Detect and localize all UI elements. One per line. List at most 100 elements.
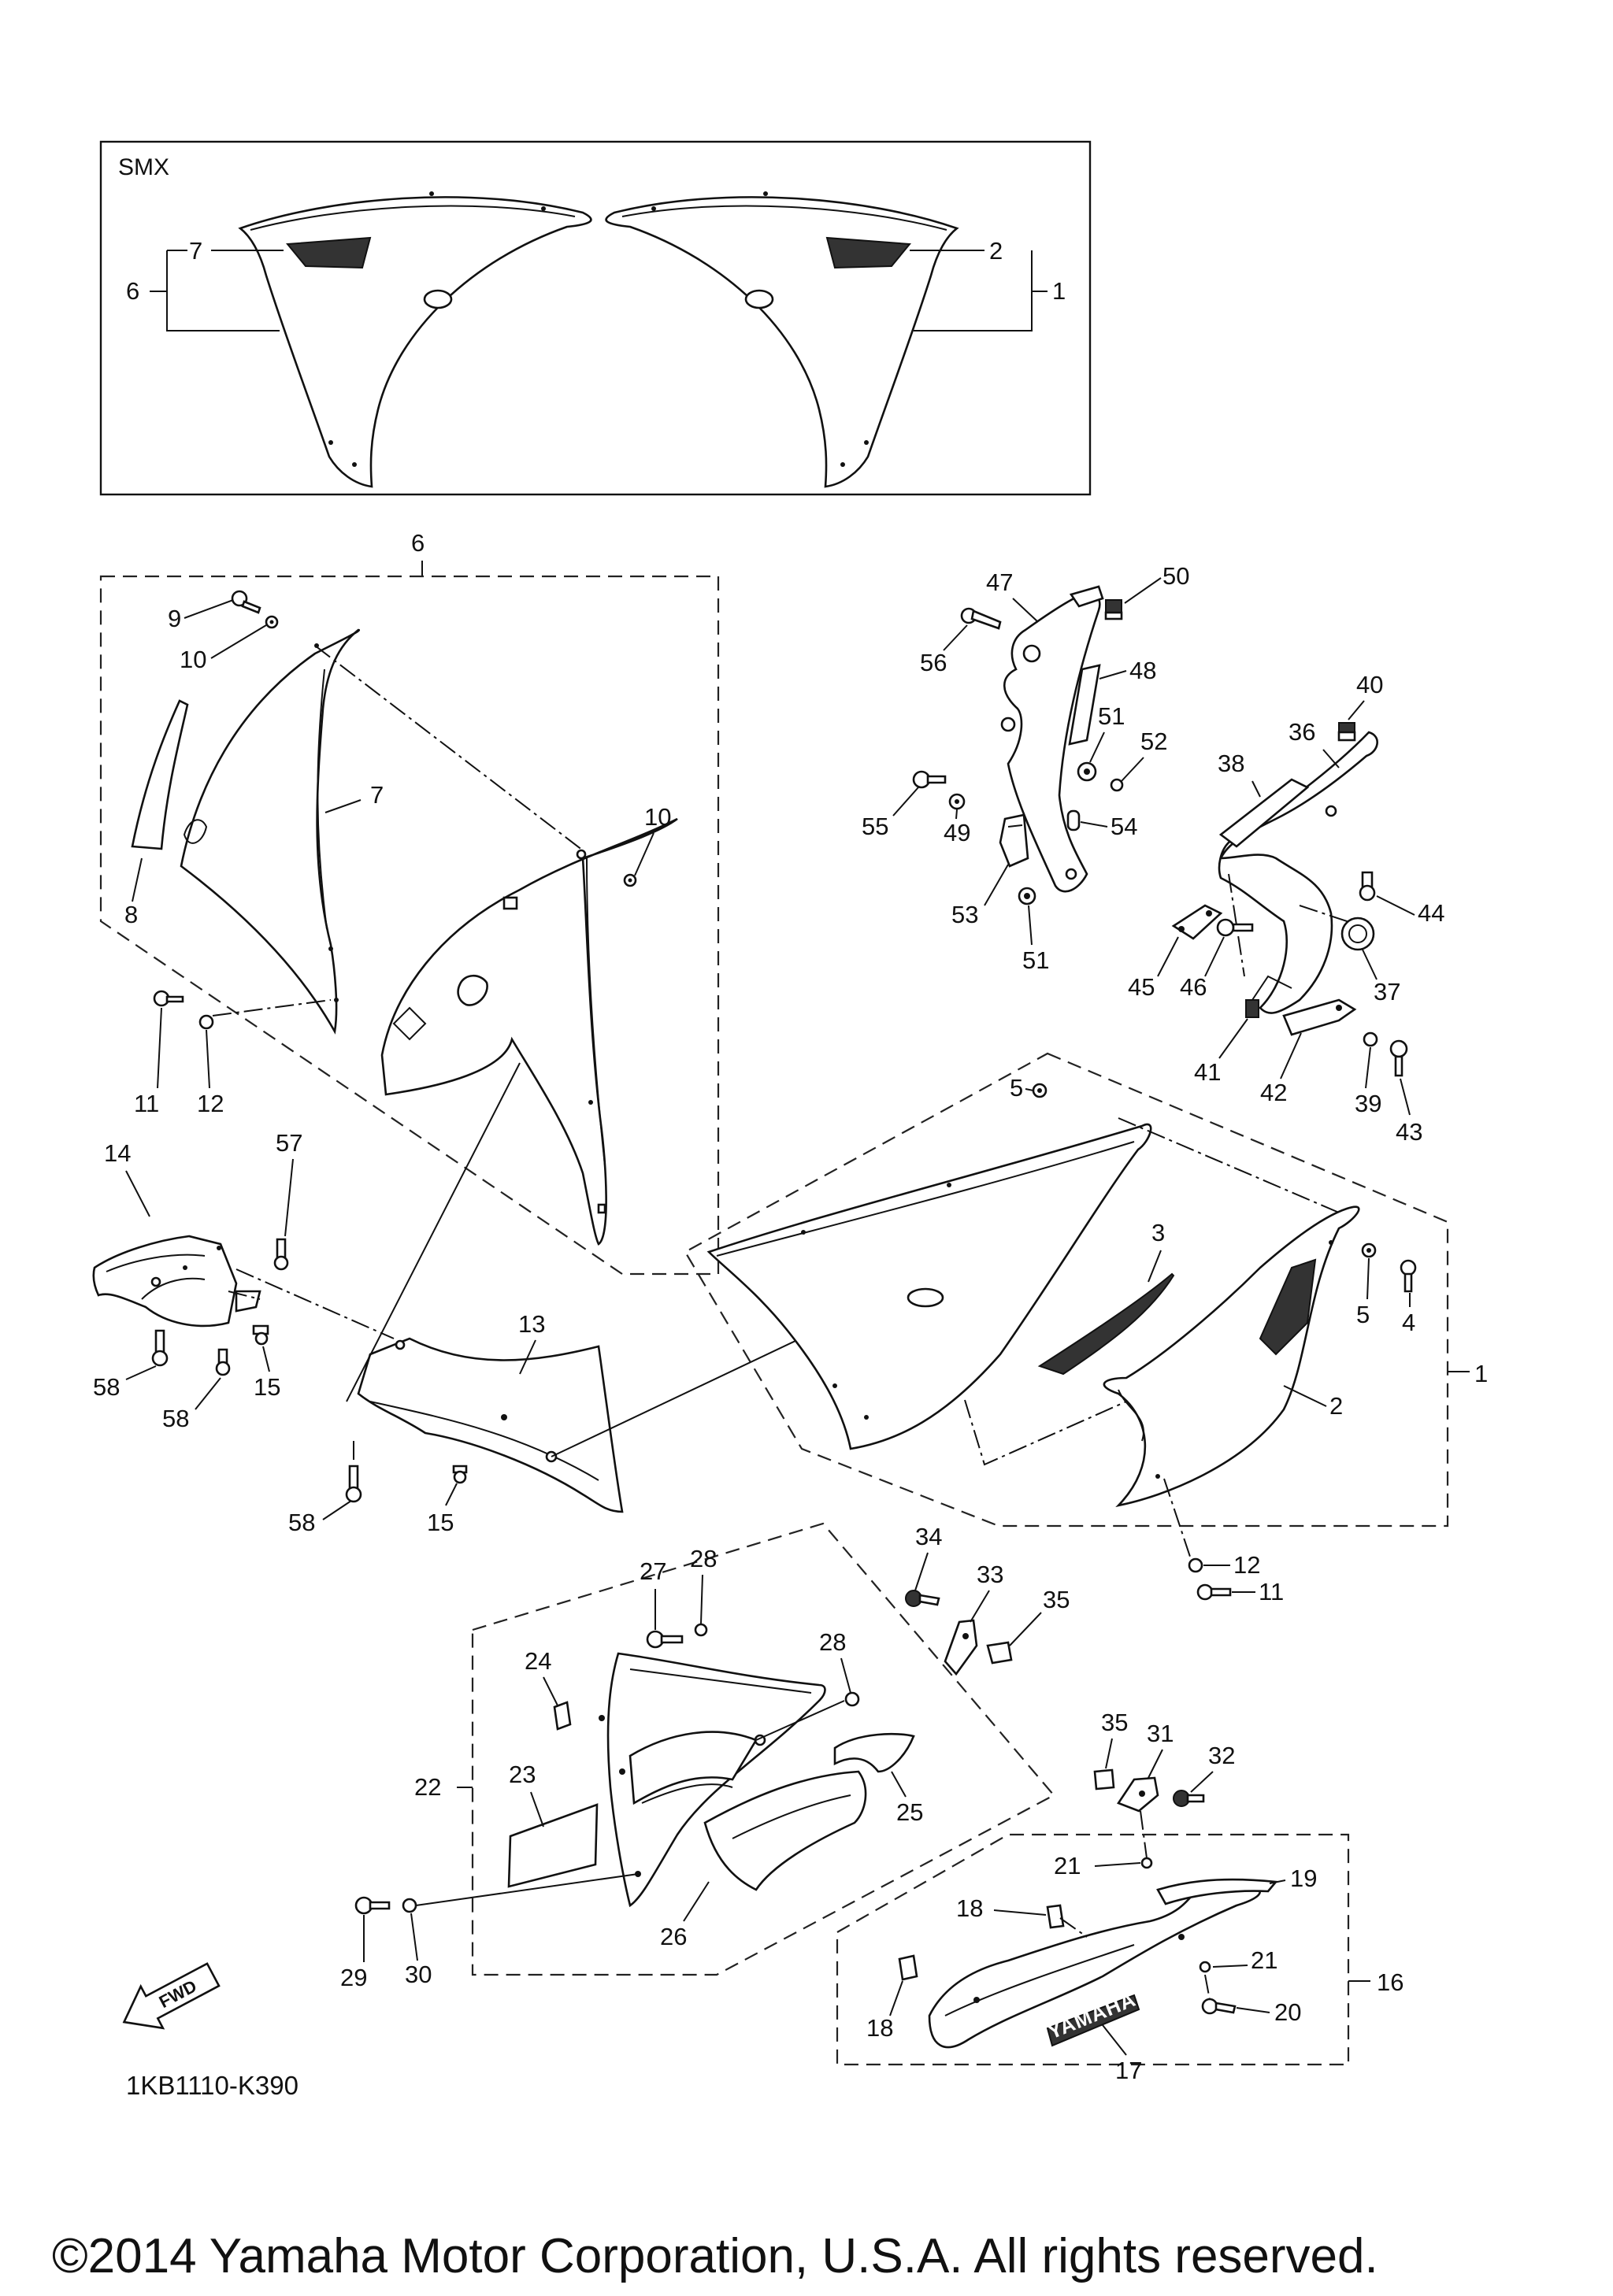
callout-41: 41 xyxy=(1194,1058,1221,1086)
grommet-37 xyxy=(1340,917,1375,951)
bolt-43 xyxy=(1389,1039,1408,1077)
callout-18a: 18 xyxy=(956,1894,983,1922)
washer-12 xyxy=(198,1014,214,1030)
callout-43: 43 xyxy=(1396,1118,1422,1146)
callout-29: 29 xyxy=(340,1964,367,1991)
logo-17 xyxy=(1046,1994,1140,2047)
nut-50 xyxy=(1104,599,1123,620)
callout-53: 53 xyxy=(951,901,978,928)
callout-8: 8 xyxy=(124,901,138,928)
callout-32: 32 xyxy=(1208,1742,1235,1769)
callout-20: 20 xyxy=(1274,1998,1301,2026)
callout-7-inset: 7 xyxy=(189,237,202,265)
bolt-9 xyxy=(231,590,261,614)
bolt-27 xyxy=(646,1630,684,1649)
screws-58-15: 58 58 15 58 15 xyxy=(93,1268,468,1536)
callout-14: 14 xyxy=(104,1139,131,1167)
cowling-assembly-16: 16 YAMAHA 21 19 18 21 20 18 17 xyxy=(836,1833,1403,2084)
callout-49: 49 xyxy=(944,819,970,846)
decal-3 xyxy=(1037,1272,1175,1376)
callout-17: 17 xyxy=(1115,2057,1142,2084)
holder-53 xyxy=(999,813,1029,868)
inset-label: SMX xyxy=(118,154,169,180)
bolt-11b xyxy=(1196,1583,1232,1601)
callout-23: 23 xyxy=(509,1761,536,1788)
washer-39 xyxy=(1363,1031,1378,1047)
inset-left-panel xyxy=(238,196,592,488)
callout-58a: 58 xyxy=(93,1373,120,1401)
spring-41 xyxy=(1245,999,1259,1018)
nut-35a xyxy=(986,1641,1013,1665)
washer-21a xyxy=(1140,1857,1153,1869)
callout-33: 33 xyxy=(977,1561,1003,1588)
callout-18b: 18 xyxy=(866,2014,893,2042)
pad-25 xyxy=(833,1732,915,1773)
bracket-33-group: 34 33 35 xyxy=(905,1523,1070,1676)
lever-42 xyxy=(1282,998,1357,1036)
under-cowl-16 xyxy=(928,1886,1261,2049)
inset-right-logo xyxy=(825,236,911,269)
clip-18a xyxy=(1046,1904,1065,1929)
bolt-4 xyxy=(1400,1259,1417,1293)
callout-22: 22 xyxy=(414,1773,441,1801)
pad-38 xyxy=(1218,778,1310,848)
callout-46: 46 xyxy=(1180,973,1207,1001)
callout-6: 6 xyxy=(411,529,425,557)
callout-35b: 35 xyxy=(1101,1709,1128,1736)
callout-47: 47 xyxy=(986,568,1013,596)
callout-12: 12 xyxy=(197,1090,224,1117)
screw-44 xyxy=(1359,871,1376,902)
callout-51b: 51 xyxy=(1022,946,1049,974)
callout-15a: 15 xyxy=(254,1373,280,1401)
callout-54: 54 xyxy=(1111,813,1137,840)
callout-56: 56 xyxy=(920,649,947,676)
screw-57: 57 xyxy=(273,1129,302,1271)
diagram-code: 1KB1110-K390 xyxy=(126,2071,298,2100)
inner-cowl xyxy=(380,817,678,1246)
side-cowl-2 xyxy=(1103,1205,1360,1508)
callout-58b: 58 xyxy=(162,1405,189,1432)
bracket-36-parts: 40 38 44 37 45 46 41 42 39 xyxy=(1128,671,1444,1146)
bracket-36: 36 xyxy=(1218,718,1378,1014)
callout-58c: 58 xyxy=(288,1509,315,1536)
callout-21a: 21 xyxy=(1054,1852,1081,1879)
callout-9: 9 xyxy=(168,605,181,632)
callout-26: 26 xyxy=(660,1923,687,1950)
panel-26 xyxy=(703,1770,867,1891)
lower-cowl-22 xyxy=(606,1652,826,1908)
bracket-31-group: 35 31 32 xyxy=(1093,1709,1235,1859)
sheet-23 xyxy=(507,1803,599,1888)
callout-10: 10 xyxy=(180,646,206,673)
washer-21b xyxy=(1199,1961,1211,1973)
bolt-11 xyxy=(153,990,184,1007)
callout-30: 30 xyxy=(405,1961,432,1988)
callout-4: 4 xyxy=(1402,1309,1415,1336)
bolt-20 xyxy=(1201,1998,1237,2015)
callout-31: 31 xyxy=(1147,1720,1174,1747)
plate-45 xyxy=(1171,904,1223,940)
callout-51a: 51 xyxy=(1098,702,1125,730)
side-cowl-2-logo xyxy=(1259,1258,1317,1356)
callout-40: 40 xyxy=(1356,671,1383,698)
callout-16: 16 xyxy=(1377,1968,1403,1996)
callout-57: 57 xyxy=(276,1129,302,1157)
callout-39: 39 xyxy=(1355,1090,1381,1117)
left-cowl-7 xyxy=(180,628,361,1035)
callout-10b: 10 xyxy=(644,803,671,831)
callout-38: 38 xyxy=(1218,750,1244,777)
clip-18b xyxy=(898,1954,918,1981)
callout-7: 7 xyxy=(370,781,384,809)
callout-35a: 35 xyxy=(1043,1586,1070,1613)
inset-right-panel xyxy=(605,196,959,488)
callout-1-inset: 1 xyxy=(1052,277,1066,305)
callout-27: 27 xyxy=(640,1557,666,1585)
bracket-13: 13 xyxy=(346,1062,859,1513)
callout-48: 48 xyxy=(1129,657,1156,684)
callout-52: 52 xyxy=(1140,728,1167,755)
callout-12b: 12 xyxy=(1233,1551,1260,1579)
callout-36: 36 xyxy=(1289,718,1315,746)
callout-5a: 5 xyxy=(1010,1074,1023,1102)
smx-inset: SMX 7 6 2 1 xyxy=(99,140,1092,496)
washer-12b xyxy=(1188,1557,1203,1573)
